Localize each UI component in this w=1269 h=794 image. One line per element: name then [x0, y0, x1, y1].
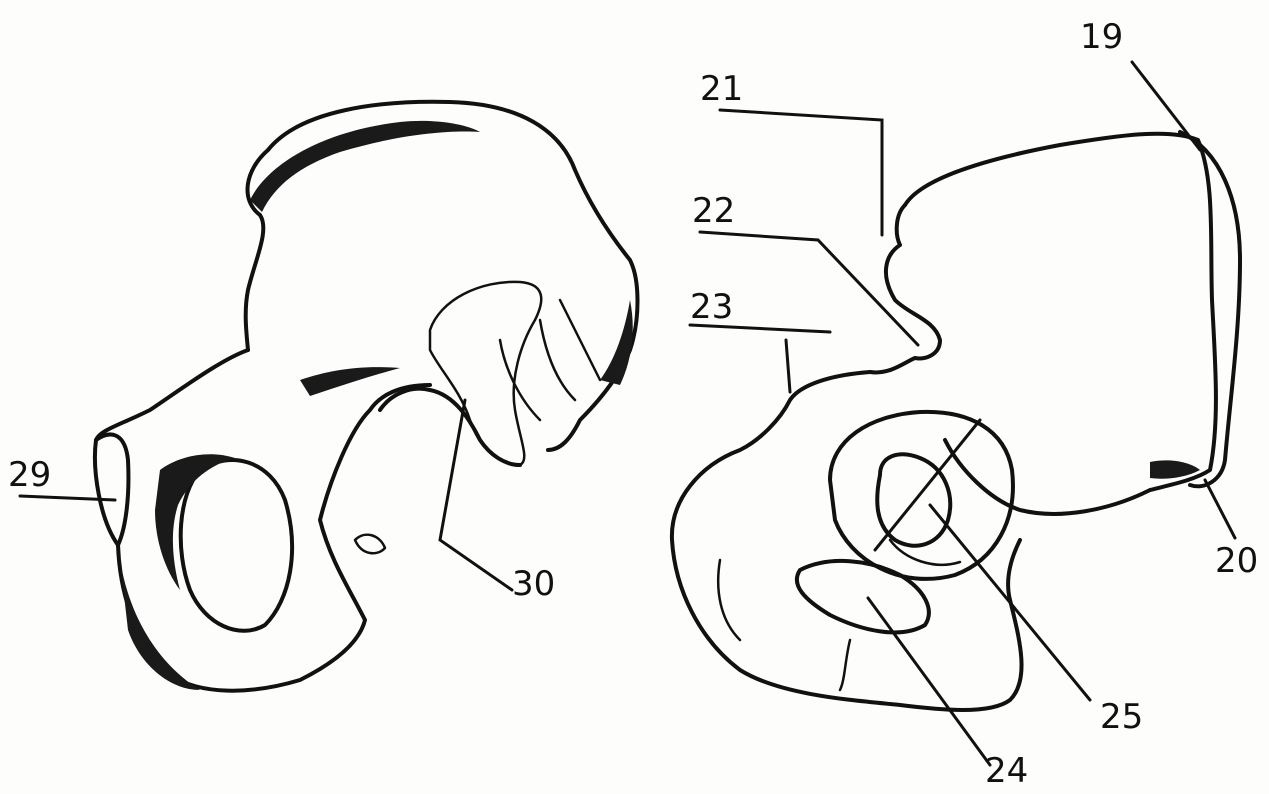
label-30: 30	[512, 564, 555, 604]
leader-line-23	[690, 325, 830, 392]
leader-line-21	[720, 110, 882, 235]
left-ischial-spine	[355, 535, 385, 554]
left-foramen-shading	[155, 454, 235, 590]
label-22: 22	[692, 191, 735, 231]
label-20: 20	[1215, 541, 1258, 581]
label-23: 23	[690, 287, 733, 327]
label-25: 25	[1100, 697, 1143, 737]
left-sciatic-notch	[380, 389, 520, 465]
left-ilium-rear-shading	[600, 300, 633, 385]
left-obturator-foramen	[181, 460, 292, 631]
right-ischium-crack	[840, 640, 850, 690]
leader-line-20	[1205, 480, 1235, 538]
left-hip-bone	[95, 102, 638, 691]
left-pubic-symphysis	[96, 435, 128, 545]
right-gluteal-shading	[1150, 460, 1200, 478]
left-iliopectineal-shading	[300, 367, 400, 396]
left-auricular-surface	[430, 282, 541, 465]
label-29: 29	[8, 455, 51, 495]
right-ramus-line	[718, 560, 740, 640]
label-21: 21	[700, 69, 743, 109]
leader-line-19	[1132, 62, 1200, 150]
right-hip-bone	[672, 132, 1240, 710]
label-24: 24	[985, 751, 1028, 791]
right-acetabulum-rim	[830, 412, 1013, 579]
leader-line-24	[868, 598, 990, 765]
leader-lines	[20, 62, 1235, 765]
label-19: 19	[1080, 17, 1123, 57]
right-obturator-foramen	[797, 561, 929, 632]
